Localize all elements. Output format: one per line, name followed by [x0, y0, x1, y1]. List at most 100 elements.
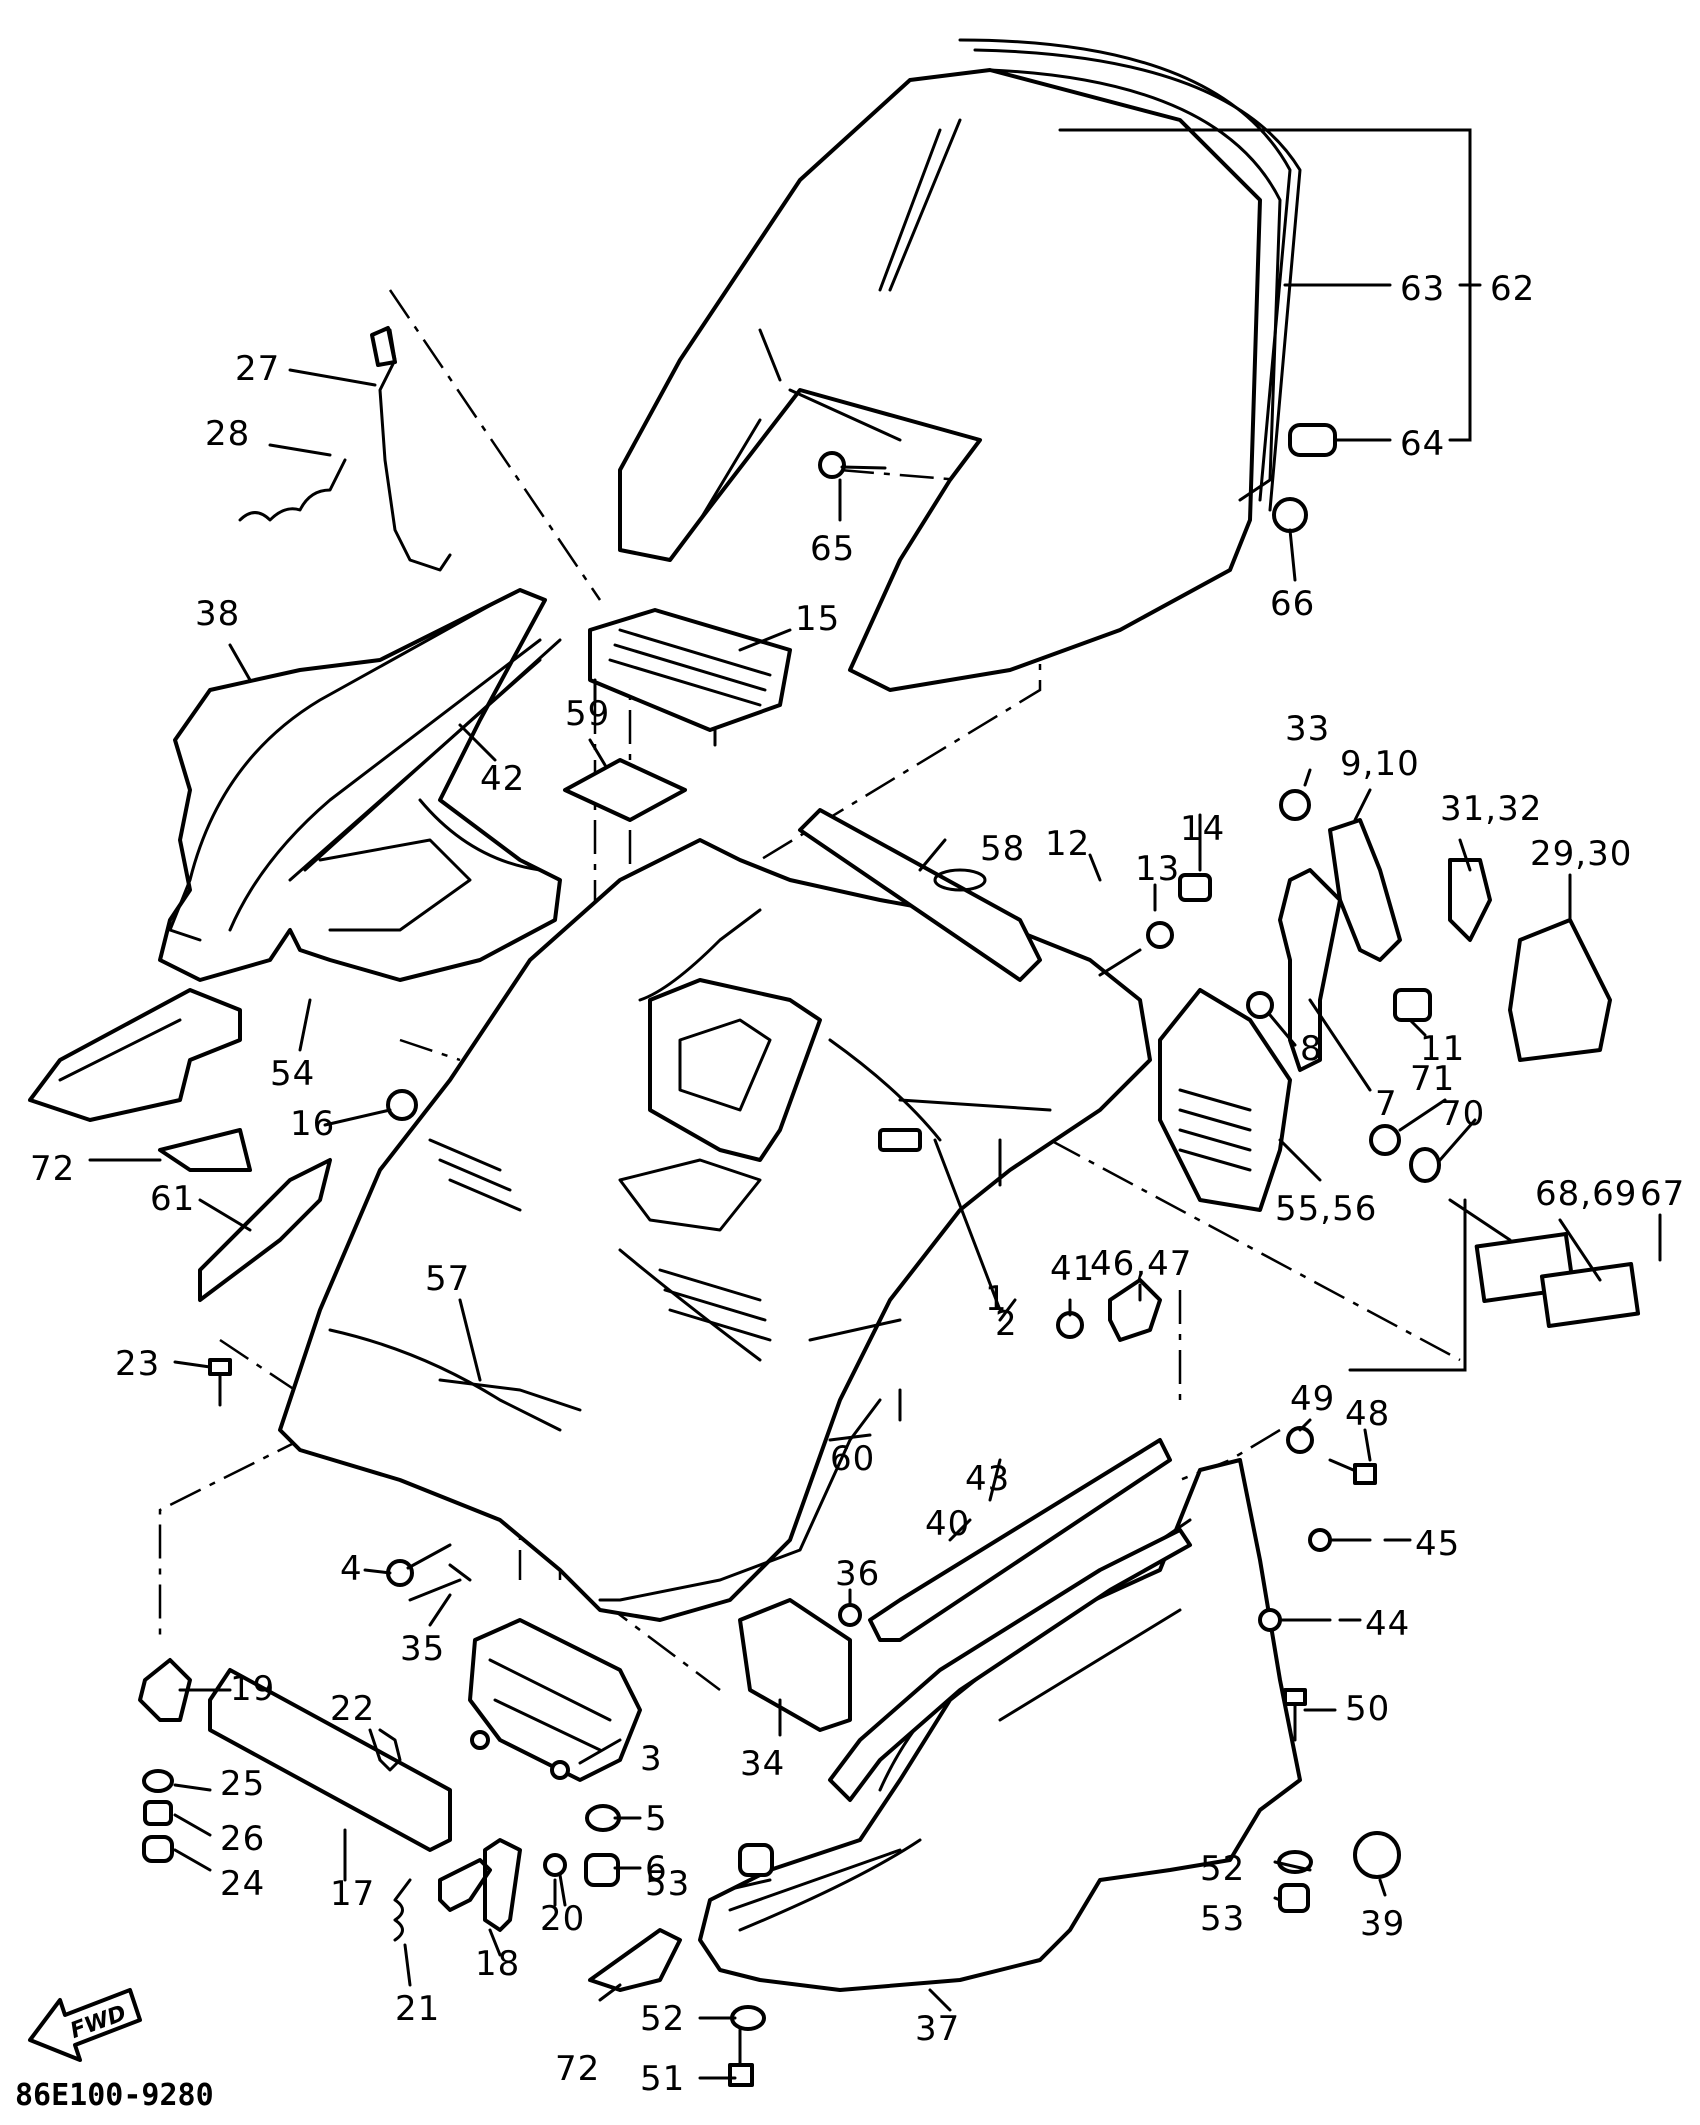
label-part-52-right: 52: [1200, 1849, 1245, 1889]
label-part-15: 15: [795, 599, 840, 639]
trim-piece: [588, 1928, 682, 1992]
label-part-55-56: 55,56: [1275, 1189, 1377, 1229]
label-part-36: 36: [835, 1554, 880, 1594]
label-part-70: 70: [1440, 1094, 1485, 1134]
label-part-6: 6: [645, 1849, 668, 1889]
clip: [1448, 858, 1492, 942]
screw: [818, 451, 887, 479]
rubber-pad: [1288, 423, 1337, 457]
forward-arrow-icon: FWD: [28, 1988, 142, 2062]
label-part-35: 35: [400, 1629, 445, 1669]
hood-trim: [598, 1398, 882, 1602]
label-part-58: 58: [980, 829, 1025, 869]
nut: [1286, 1426, 1314, 1454]
label-part-31-32: 31,32: [1440, 789, 1542, 829]
washer: [1146, 921, 1174, 949]
label-part-24: 24: [220, 1864, 265, 1904]
label-part-9-10: 9,10: [1340, 744, 1420, 784]
label-part-21: 21: [395, 1989, 440, 2029]
label-part-67: 67: [1640, 1174, 1685, 1214]
grommet: [386, 1089, 418, 1121]
label-part-72-bottom: 72: [555, 2049, 600, 2089]
bolt: [1283, 1688, 1307, 1742]
label-part-59: 59: [565, 694, 610, 734]
leader-lines: [88, 128, 1662, 2080]
washer: [730, 2005, 766, 2031]
label-part-57: 57: [425, 1259, 470, 1299]
washer: [142, 1769, 174, 1793]
label-part-53-right: 53: [1200, 1899, 1245, 1939]
cap-nut: [142, 1835, 174, 1863]
left-lower-brace: [28, 988, 242, 1122]
reflector: [1539, 1261, 1641, 1329]
sheet: [563, 758, 687, 822]
label-part-22: 22: [330, 1689, 375, 1729]
bolt: [386, 1543, 452, 1587]
label-part-13: 13: [1135, 849, 1180, 889]
nut: [1279, 789, 1311, 821]
label-part-46-47: 46,47: [1090, 1244, 1192, 1284]
label-part-60: 60: [830, 1439, 875, 1479]
label-part-7: 7: [1375, 1084, 1398, 1124]
bolt: [1308, 1528, 1372, 1552]
label-part-5: 5: [645, 1799, 668, 1839]
label-part-17: 17: [330, 1874, 375, 1914]
side-vent: [1158, 988, 1292, 1212]
side-trim-strip: [828, 1528, 1192, 1802]
bracket: [438, 1838, 522, 1932]
label-part-38: 38: [195, 594, 240, 634]
label-part-11: 11: [1420, 1029, 1465, 1069]
vent-grille: [588, 608, 792, 747]
label-part-39: 39: [1360, 1904, 1405, 1944]
label-part-63: 63: [1400, 269, 1445, 309]
label-part-65: 65: [810, 529, 855, 569]
label-part-8: 8: [1300, 1029, 1323, 1069]
label-part-18: 18: [475, 1944, 520, 1984]
label-part-42: 42: [480, 759, 525, 799]
bracket: [1108, 1278, 1162, 1342]
label-part-45: 45: [1415, 1524, 1460, 1564]
bolt: [208, 1358, 232, 1407]
label-part-20: 20: [540, 1899, 585, 1939]
label-part-44: 44: [1365, 1604, 1410, 1644]
clip: [378, 1728, 402, 1772]
windshield-seal: [973, 48, 1302, 512]
rivet: [838, 1603, 862, 1627]
label-part-19: 19: [230, 1669, 275, 1709]
rubber-block: [1393, 988, 1432, 1022]
bracket: [1328, 818, 1402, 962]
cover-cap: [1508, 918, 1612, 1062]
side-rail: [868, 1438, 1172, 1642]
label-part-23: 23: [115, 1344, 160, 1384]
label-part-26: 26: [220, 1819, 265, 1859]
label-part-53-center: 53: [645, 1864, 690, 1904]
bolt: [1258, 1608, 1332, 1632]
label-part-27: 27: [235, 349, 280, 389]
cap: [1353, 1831, 1401, 1879]
bolt: [543, 1853, 567, 1907]
side-decal: [198, 1158, 332, 1302]
label-part-16: 16: [290, 1104, 335, 1144]
label-part-62: 62: [1490, 269, 1535, 309]
trim-piece: [158, 1128, 252, 1172]
label-part-49: 49: [1290, 1379, 1335, 1419]
washer: [1409, 1147, 1441, 1183]
left-side-panel: [158, 588, 562, 982]
label-part-72-left: 72: [30, 1149, 75, 1189]
console-box: [468, 1618, 642, 1782]
label-part-50: 50: [1345, 1689, 1390, 1729]
nut: [1278, 1883, 1310, 1913]
label-part-64: 64: [1400, 424, 1445, 464]
nut: [738, 1843, 774, 1877]
label-part-52-bottom: 52: [640, 1999, 685, 2039]
label-part-1: 1: [985, 1279, 1008, 1319]
label-part-71: 71: [1410, 1059, 1455, 1099]
label-part-48: 48: [1345, 1394, 1390, 1434]
spring: [393, 1878, 412, 1942]
label-part-33: 33: [1285, 709, 1330, 749]
bolt: [1328, 1458, 1377, 1485]
label-part-29-30: 29,30: [1530, 834, 1632, 874]
main-hood: [278, 838, 1152, 1622]
nut: [143, 1800, 173, 1826]
label-part-14: 14: [1180, 809, 1225, 849]
